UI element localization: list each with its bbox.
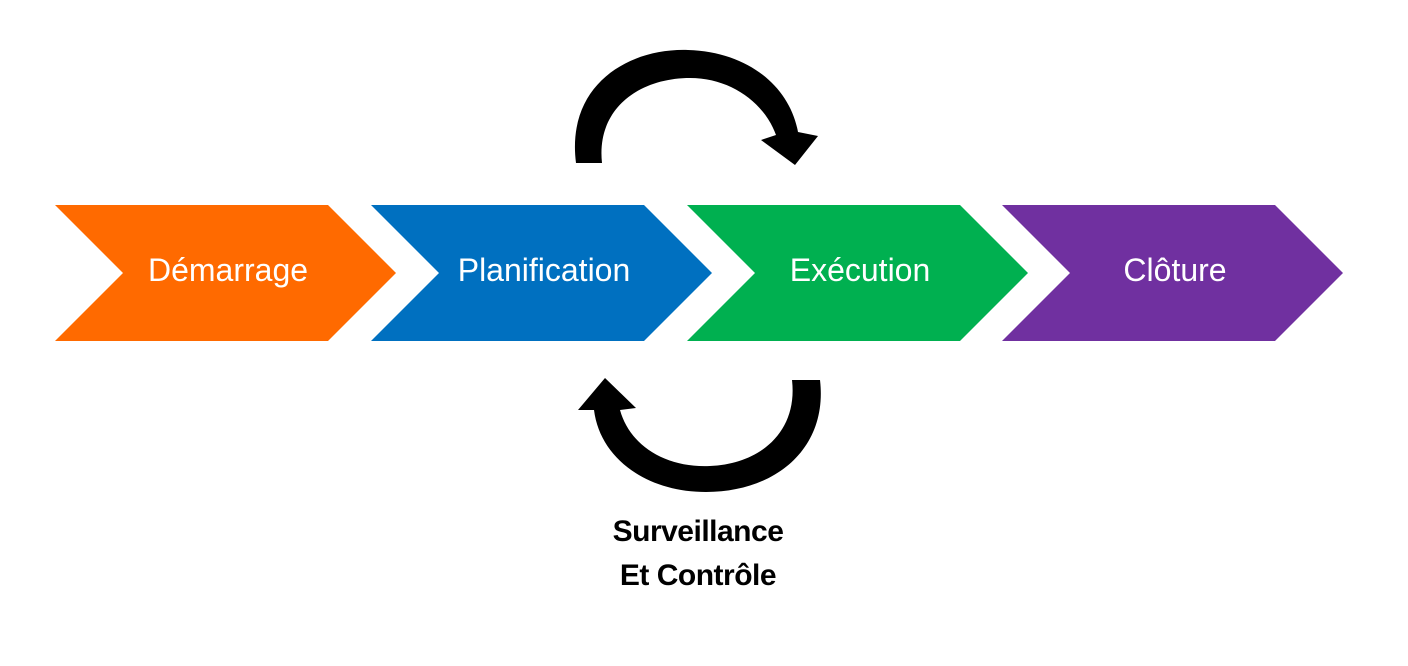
clockwise-arc-arrow-icon xyxy=(578,378,821,492)
caption-line-2: Et Contrôle xyxy=(619,559,777,592)
caption-line-1: Surveillance xyxy=(612,515,784,548)
stage-execution-label: Exécution xyxy=(790,252,931,288)
stage-planification-label: Planification xyxy=(458,252,631,288)
stage-cloture-label: Clôture xyxy=(1123,252,1226,288)
stage-demarrage: Démarrage xyxy=(55,205,396,341)
stage-planification-chevron xyxy=(371,205,712,341)
stage-execution: Exécution xyxy=(687,205,1028,341)
stage-cloture-chevron xyxy=(1002,205,1343,341)
stage-execution-chevron xyxy=(687,205,1028,341)
stage-cloture: Clôture xyxy=(1002,205,1343,341)
stage-demarrage-chevron xyxy=(55,205,396,341)
clockwise-arc-arrow-icon xyxy=(574,49,818,165)
stage-planification: Planification xyxy=(371,205,712,341)
monitoring-control-caption: Surveillance Et Contrôle xyxy=(560,510,836,598)
stage-demarrage-label: Démarrage xyxy=(148,252,308,288)
